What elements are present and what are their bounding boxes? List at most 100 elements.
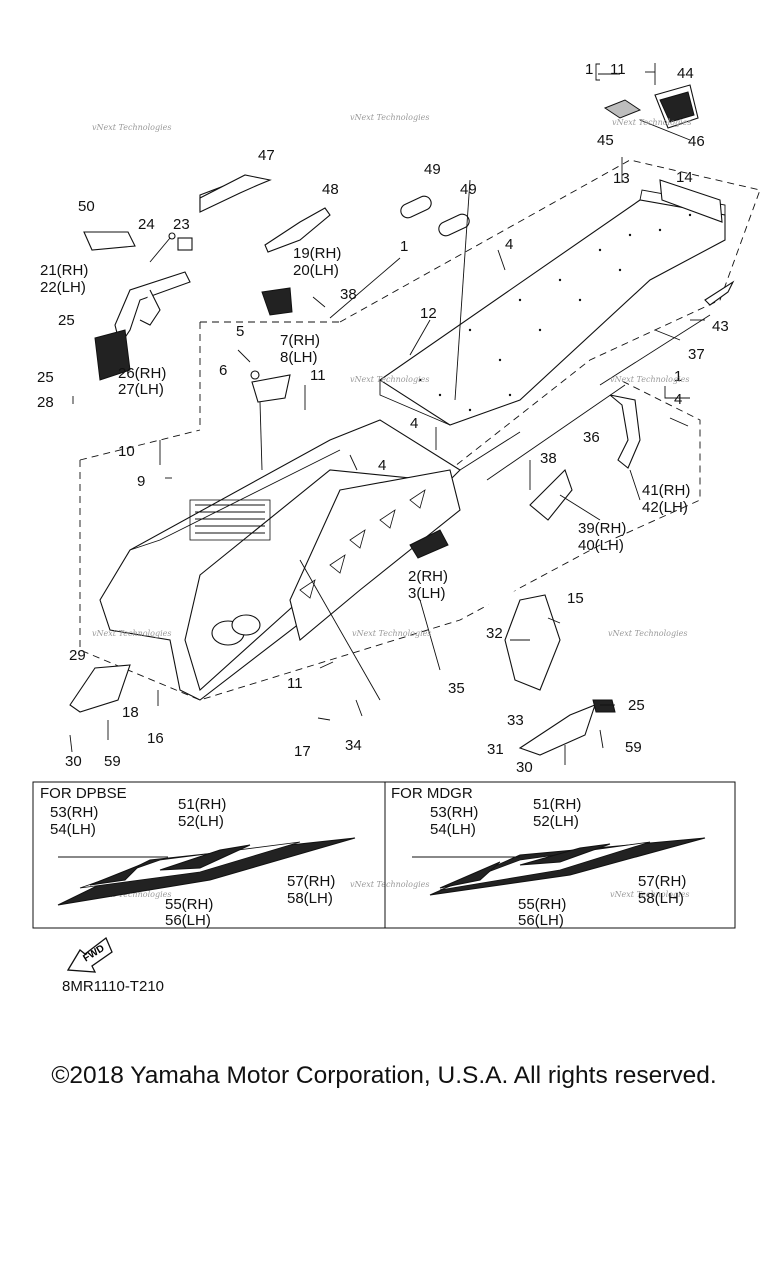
pad-49a [400, 195, 432, 219]
watermarks: vNext Technologies vNext Technologies vN… [92, 113, 691, 899]
pad-45 [603, 99, 642, 119]
strip-43 [704, 280, 735, 306]
svg-text:56(LH): 56(LH) [165, 912, 211, 929]
svg-text:4: 4 [674, 391, 682, 408]
svg-text:39(RH): 39(RH) [578, 520, 626, 537]
svg-text:30: 30 [65, 753, 82, 770]
svg-text:25: 25 [58, 312, 75, 329]
svg-text:13: 13 [613, 170, 630, 187]
svg-text:50: 50 [78, 198, 95, 215]
tunnel-end-bracket [659, 179, 723, 223]
pad-49b [438, 213, 470, 237]
svg-text:42(LH): 42(LH) [642, 499, 688, 516]
svg-text:11: 11 [287, 675, 303, 692]
svg-text:57(RH): 57(RH) [638, 873, 686, 890]
svg-text:vNext Technologies: vNext Technologies [350, 113, 429, 122]
svg-text:20(LH): 20(LH) [293, 262, 339, 279]
svg-text:10: 10 [118, 443, 135, 460]
svg-text:1: 1 [400, 238, 408, 255]
svg-text:54(LH): 54(LH) [430, 821, 476, 838]
svg-text:53(RH): 53(RH) [50, 804, 98, 821]
svg-text:30: 30 [516, 759, 533, 776]
variant-box-mdgr: FOR MDGR 53(RH) 54(LH) 51(RH) 52(LH) 57(… [384, 781, 736, 929]
svg-text:12: 12 [420, 305, 437, 322]
svg-text:38: 38 [340, 286, 357, 303]
svg-text:53(RH): 53(RH) [430, 804, 478, 821]
svg-text:vNext Technologies: vNext Technologies [608, 629, 687, 638]
nut-23 [177, 237, 193, 251]
svg-text:51(RH): 51(RH) [533, 796, 581, 813]
variant-box-dpbse: FOR DPBSE 53(RH) 54(LH) 51(RH) 52(LH) 57… [32, 781, 386, 929]
svg-text:FOR MDGR: FOR MDGR [391, 785, 473, 802]
svg-text:14: 14 [676, 169, 693, 186]
bracket-39-40 [529, 468, 573, 521]
svg-text:3(LH): 3(LH) [408, 585, 446, 602]
svg-text:52(LH): 52(LH) [178, 813, 224, 830]
diagram-code: 8MR1110-T210 [62, 978, 164, 995]
step-31 [518, 704, 596, 756]
svg-text:11: 11 [610, 61, 626, 78]
svg-text:vNext Technologies: vNext Technologies [352, 629, 431, 638]
svg-text:17: 17 [294, 743, 311, 760]
svg-text:43: 43 [712, 318, 729, 335]
svg-text:4: 4 [410, 415, 418, 432]
svg-text:26(RH): 26(RH) [118, 365, 166, 382]
step-29 [69, 664, 131, 713]
svg-text:19(RH): 19(RH) [293, 245, 341, 262]
svg-text:29: 29 [69, 647, 86, 664]
svg-text:7(RH): 7(RH) [280, 332, 320, 349]
svg-text:59: 59 [104, 753, 121, 770]
svg-text:8(LH): 8(LH) [280, 349, 318, 366]
svg-text:4: 4 [378, 457, 386, 474]
svg-text:56(LH): 56(LH) [518, 912, 564, 929]
svg-text:4: 4 [505, 236, 513, 253]
svg-text:2(RH): 2(RH) [408, 568, 448, 585]
svg-text:58(LH): 58(LH) [638, 890, 684, 907]
svg-text:52(LH): 52(LH) [533, 813, 579, 830]
svg-text:vNext Technologies: vNext Technologies [610, 375, 689, 384]
svg-text:41(RH): 41(RH) [642, 482, 690, 499]
svg-text:6: 6 [219, 362, 227, 379]
svg-text:37: 37 [688, 346, 705, 363]
svg-text:55(RH): 55(RH) [165, 896, 213, 913]
svg-text:FOR DPBSE: FOR DPBSE [40, 785, 127, 802]
svg-text:23: 23 [173, 216, 190, 233]
svg-text:33: 33 [507, 712, 524, 729]
callout-labels: 1 11 44 45 46 13 14 47 48 49 49 50 24 23… [37, 61, 729, 776]
svg-text:vNext Technologies: vNext Technologies [92, 123, 171, 132]
step-bracket [94, 271, 191, 381]
svg-text:59: 59 [625, 739, 642, 756]
svg-text:57(RH): 57(RH) [287, 873, 335, 890]
svg-text:25: 25 [628, 697, 645, 714]
svg-text:15: 15 [567, 590, 584, 607]
svg-text:21(RH): 21(RH) [40, 262, 88, 279]
svg-text:31: 31 [487, 741, 504, 758]
svg-text:38: 38 [540, 450, 557, 467]
svg-text:45: 45 [597, 132, 614, 149]
svg-text:5: 5 [236, 323, 244, 340]
svg-text:vNext Technologies: vNext Technologies [612, 118, 691, 127]
assembly-outline-lower [79, 379, 701, 701]
svg-text:16: 16 [147, 730, 164, 747]
pad-48 [264, 207, 331, 253]
svg-text:1: 1 [585, 61, 593, 78]
bracket-7-8 [250, 370, 291, 471]
svg-text:vNext Technologies: vNext Technologies [350, 375, 429, 384]
cap-19-20 [261, 287, 293, 316]
svg-text:vNext Technologies: vNext Technologies [350, 880, 429, 889]
svg-text:28: 28 [37, 394, 54, 411]
svg-text:47: 47 [258, 147, 275, 164]
svg-text:11: 11 [310, 367, 326, 384]
svg-text:22(LH): 22(LH) [40, 279, 86, 296]
svg-text:51(RH): 51(RH) [178, 796, 226, 813]
svg-text:34: 34 [345, 737, 362, 754]
svg-text:24: 24 [138, 216, 155, 233]
copyright-notice: ©2018 Yamaha Motor Corporation, U.S.A. A… [51, 1062, 717, 1089]
svg-text:49: 49 [424, 161, 441, 178]
pad-47b [199, 174, 272, 213]
svg-text:27(LH): 27(LH) [118, 381, 164, 398]
svg-text:vNext Technologies: vNext Technologies [610, 890, 689, 899]
svg-text:9: 9 [137, 473, 145, 490]
svg-text:18: 18 [122, 704, 139, 721]
